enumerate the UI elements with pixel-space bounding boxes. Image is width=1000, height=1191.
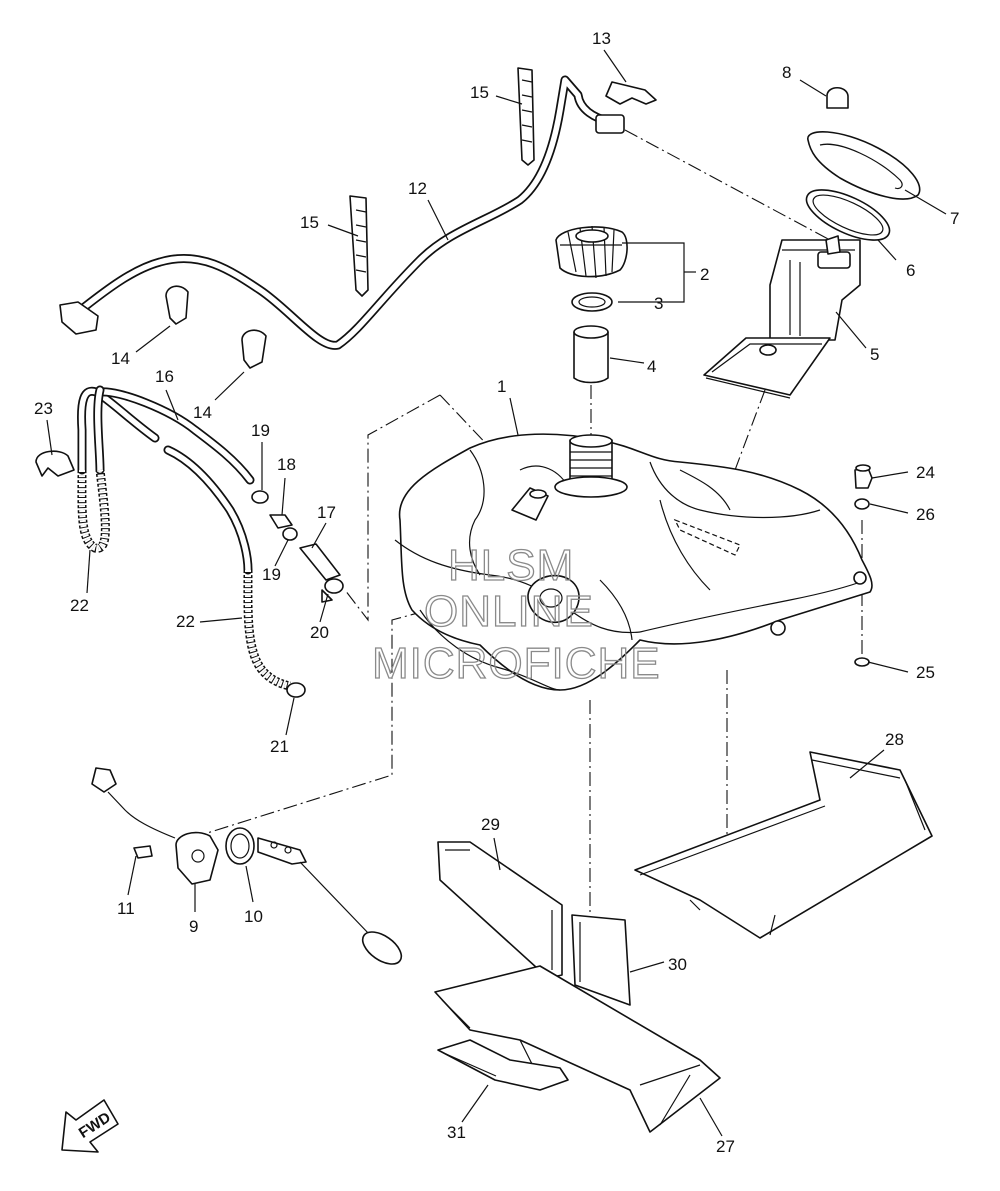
callout-27: 27 xyxy=(716,1137,735,1156)
fuel-tank xyxy=(394,433,873,691)
callout-19b: 19 xyxy=(262,565,281,584)
callout-14b: 14 xyxy=(193,403,212,422)
callout-14a: 14 xyxy=(111,349,130,368)
fuel-sender-assembly xyxy=(91,767,403,965)
callout-19a: 19 xyxy=(251,421,270,440)
callout-25: 25 xyxy=(916,663,935,682)
callout-15b: 15 xyxy=(300,213,319,232)
callout-16: 16 xyxy=(155,367,174,386)
callout-2: 2 xyxy=(700,265,709,284)
hose-fittings xyxy=(251,490,344,698)
callout-18: 18 xyxy=(277,455,296,474)
callout-17: 17 xyxy=(317,503,336,522)
filler-cap-assembly xyxy=(555,225,628,384)
callout-23: 23 xyxy=(34,399,53,418)
callout-1: 1 xyxy=(497,377,506,396)
callout-7: 7 xyxy=(950,209,959,228)
callout-4: 4 xyxy=(647,357,656,376)
callout-28: 28 xyxy=(885,730,904,749)
callout-13: 13 xyxy=(592,29,611,48)
breather-hoses xyxy=(35,385,291,691)
callout-21: 21 xyxy=(270,737,289,756)
callout-10: 10 xyxy=(244,907,263,926)
callout-8: 8 xyxy=(782,63,791,82)
callout-20: 20 xyxy=(310,623,329,642)
callout-12: 12 xyxy=(408,179,427,198)
callout-22a: 22 xyxy=(70,596,89,615)
forward-direction-arrow: FWD xyxy=(61,1099,119,1153)
callout-9: 9 xyxy=(189,917,198,936)
callout-11: 11 xyxy=(117,899,135,918)
fuel-line-assembly xyxy=(59,67,657,369)
callout-6: 6 xyxy=(906,261,915,280)
callout-30: 30 xyxy=(668,955,687,974)
fuel-pump-assembly xyxy=(703,86,921,399)
watermark-line-2: ONLINE xyxy=(424,587,594,636)
leader-lines xyxy=(46,49,947,1137)
callout-31: 31 xyxy=(447,1123,466,1142)
callout-3: 3 xyxy=(654,294,663,313)
watermark-line-3: MICROFICHE xyxy=(372,639,661,688)
protector-panels xyxy=(434,751,933,1133)
callout-22b: 22 xyxy=(176,612,195,631)
callout-15a: 15 xyxy=(470,83,489,102)
callout-29: 29 xyxy=(481,815,500,834)
callout-labels: 1 2 3 4 5 6 7 8 9 10 11 12 13 14 14 15 1… xyxy=(34,29,959,1156)
callout-26: 26 xyxy=(916,505,935,524)
watermark: HLSM ONLINE MICROFICHE xyxy=(371,540,661,688)
mounting-hardware xyxy=(854,464,873,667)
callout-5: 5 xyxy=(870,345,879,364)
watermark-line-1: HLSM xyxy=(448,541,574,590)
callout-24: 24 xyxy=(916,463,935,482)
